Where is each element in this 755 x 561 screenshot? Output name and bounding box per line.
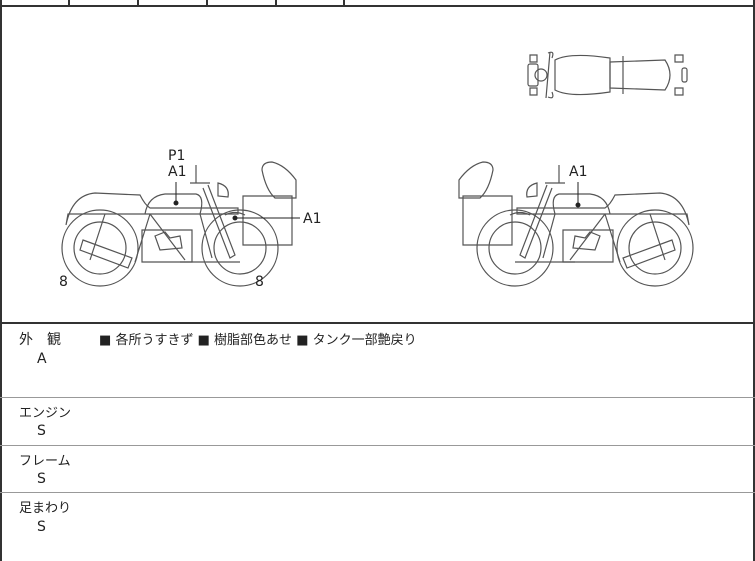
- grade-frame: S: [37, 471, 46, 487]
- section-title-frame: フレーム: [19, 454, 71, 469]
- note: タンク一部艶戻り: [312, 333, 417, 348]
- damage-markers: [173, 182, 581, 221]
- grade-suspension: S: [37, 519, 46, 535]
- table-cell-divider: [343, 0, 345, 6]
- motorcycle-top-view: [527, 51, 688, 99]
- section-divider: [0, 492, 755, 493]
- note: 各所うすきず: [115, 333, 194, 348]
- table-cell-divider: [275, 0, 277, 6]
- diagram-bottom-border: [0, 322, 755, 324]
- top-table-border: [0, 5, 755, 7]
- motorcycle-right-view: [458, 161, 694, 287]
- table-cell-divider: [137, 0, 139, 6]
- motorcycle-left-view: [61, 161, 297, 287]
- damage-label: A1: [569, 164, 588, 180]
- grade-exterior: A: [37, 351, 47, 367]
- left-border: [0, 0, 2, 561]
- section-divider: [0, 397, 755, 398]
- bullet-icon: ■: [197, 333, 210, 348]
- section-title-engine: エンジン: [19, 406, 72, 421]
- note: 樹脂部色あせ: [214, 333, 293, 348]
- tire-label: 8: [59, 274, 68, 290]
- bullet-icon: ■: [99, 333, 112, 348]
- section-title-suspension: 足まわり: [19, 501, 72, 516]
- tire-label: 8: [255, 274, 264, 290]
- damage-label: A1: [168, 164, 187, 180]
- table-cell-divider: [206, 0, 208, 6]
- right-border: [753, 0, 755, 561]
- grade-engine: S: [37, 423, 46, 439]
- section-divider: [0, 445, 755, 446]
- damage-label: A1: [303, 211, 322, 227]
- exterior-notes: ■ 各所うすきず ■ 樹脂部色あせ ■ タンク一部艶戻り: [99, 329, 417, 348]
- bullet-icon: ■: [296, 333, 309, 348]
- damage-label: P1: [168, 148, 186, 164]
- table-cell-divider: [68, 0, 70, 6]
- section-title-exterior: 外 観: [19, 332, 61, 348]
